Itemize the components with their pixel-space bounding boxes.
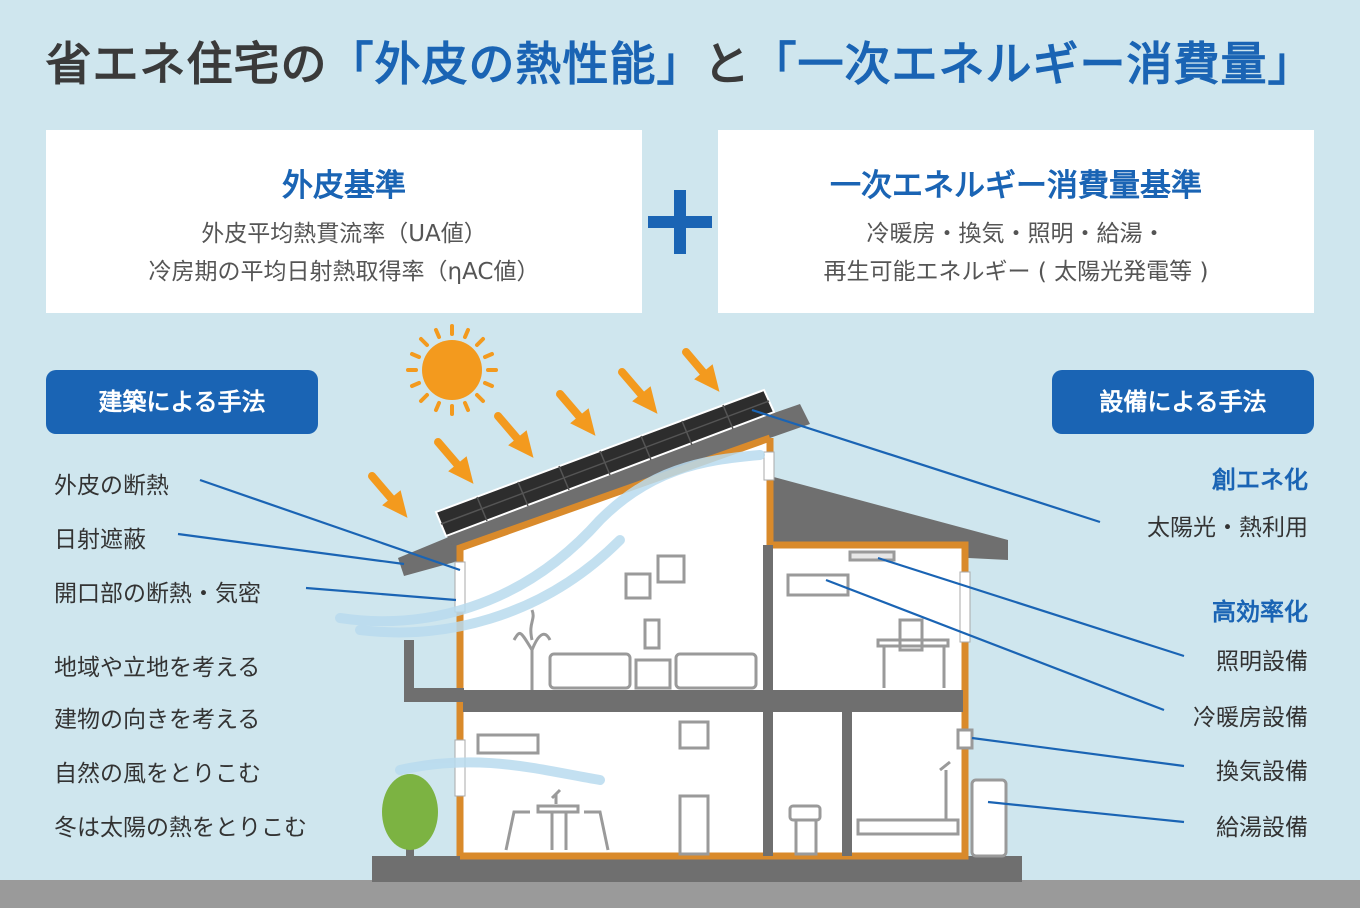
- partition-lower-2: [842, 712, 852, 856]
- title-part1: 「外皮の熱性能」: [327, 37, 704, 91]
- label-orientation: 建物の向きを考える: [54, 707, 261, 733]
- sunlight-arrows: [368, 348, 720, 518]
- living-furniture: [476, 720, 710, 856]
- partition-lower-1: [763, 712, 773, 856]
- plus-icon: [648, 190, 712, 254]
- arrow-icon: [556, 390, 596, 436]
- heading-high-efficiency: 高効率化: [1212, 598, 1308, 626]
- page-title: 省エネ住宅の「外皮の熱性能」と「一次エネルギー消費量」: [0, 28, 1360, 94]
- balcony-rail: [404, 640, 414, 692]
- right-roof: [770, 476, 1008, 560]
- sun-icon: [406, 324, 498, 416]
- title-mid: と: [703, 37, 751, 91]
- window-left-lower: [454, 739, 466, 797]
- label-envelope-insulation: 外皮の断熱: [54, 473, 169, 499]
- arrow-icon: [618, 368, 658, 414]
- energy-standard-line2: 再生可能エネルギー ( 太陽光発電等 ): [823, 259, 1209, 285]
- label-ventilation: 換気設備: [1216, 759, 1308, 785]
- envelope-standard-line1: 外皮平均熱貫流率（UA値）: [201, 221, 487, 247]
- envelope-standard-line2: 冷房期の平均日射熱取得率（ηAC値）: [148, 259, 540, 285]
- label-winter-sun: 冬は太陽の熱をとりこむ: [54, 815, 307, 841]
- energy-standard-line1: 冷暖房・換気・照明・給湯・: [866, 221, 1166, 247]
- envelope-standard-heading: 外皮基準: [282, 168, 406, 204]
- label-lighting: 照明設備: [1216, 649, 1308, 675]
- envelope-standard-box: 外皮基準 外皮平均熱貫流率（UA値） 冷房期の平均日射熱取得率（ηAC値）: [46, 130, 642, 313]
- water-heater-unit: [970, 778, 1008, 858]
- window-clerestory: [763, 451, 775, 481]
- solar-panel: [434, 388, 776, 538]
- title-part2: 「一次エネルギー消費量」: [750, 37, 1315, 91]
- label-water-heater: 給湯設備: [1216, 815, 1308, 841]
- arrow-icon: [434, 438, 474, 484]
- label-opening-insulation: 開口部の断熱・気密: [54, 581, 261, 607]
- main-roof: [442, 404, 810, 548]
- title-prefix: 省エネ住宅の: [45, 37, 328, 91]
- wind-flows: [335, 450, 765, 785]
- arrow-icon: [368, 472, 408, 518]
- label-solar-heat: 太陽光・熱利用: [1147, 515, 1308, 541]
- balcony-floor: [404, 688, 464, 702]
- label-solar-shading: 日射遮蔽: [54, 527, 146, 553]
- frame-right: [460, 438, 969, 860]
- energy-standard-box: 一次エネルギー消費量基準 冷暖房・換気・照明・給湯・ 再生可能エネルギー ( 太…: [718, 130, 1314, 313]
- label-hvac: 冷暖房設備: [1193, 705, 1308, 731]
- label-region: 地域や立地を考える: [54, 655, 261, 681]
- heading-energy-creation: 創エネ化: [1212, 466, 1308, 494]
- arrow-icon: [494, 412, 534, 458]
- bedroom-furniture: [512, 554, 758, 690]
- architecture-methods-pill: 建築による手法: [46, 370, 318, 434]
- right-leader-lines: [751, 408, 1185, 824]
- energy-standard-heading: 一次エネルギー消費量基準: [830, 168, 1202, 204]
- equipment-methods-pill: 設備による手法: [1052, 370, 1314, 434]
- floor-slab: [463, 690, 963, 712]
- left-eave: [398, 534, 462, 576]
- window-right-upper: [959, 571, 971, 643]
- label-natural-wind: 自然の風をとりこむ: [54, 761, 261, 787]
- partition-upper: [763, 545, 773, 691]
- ground: [0, 880, 1360, 908]
- arrow-icon: [682, 348, 720, 392]
- left-leader-lines: [177, 478, 461, 602]
- foundation: [372, 856, 1022, 882]
- tree-icon: [382, 774, 438, 858]
- study-furniture: [786, 550, 950, 688]
- house-interior: [460, 438, 965, 856]
